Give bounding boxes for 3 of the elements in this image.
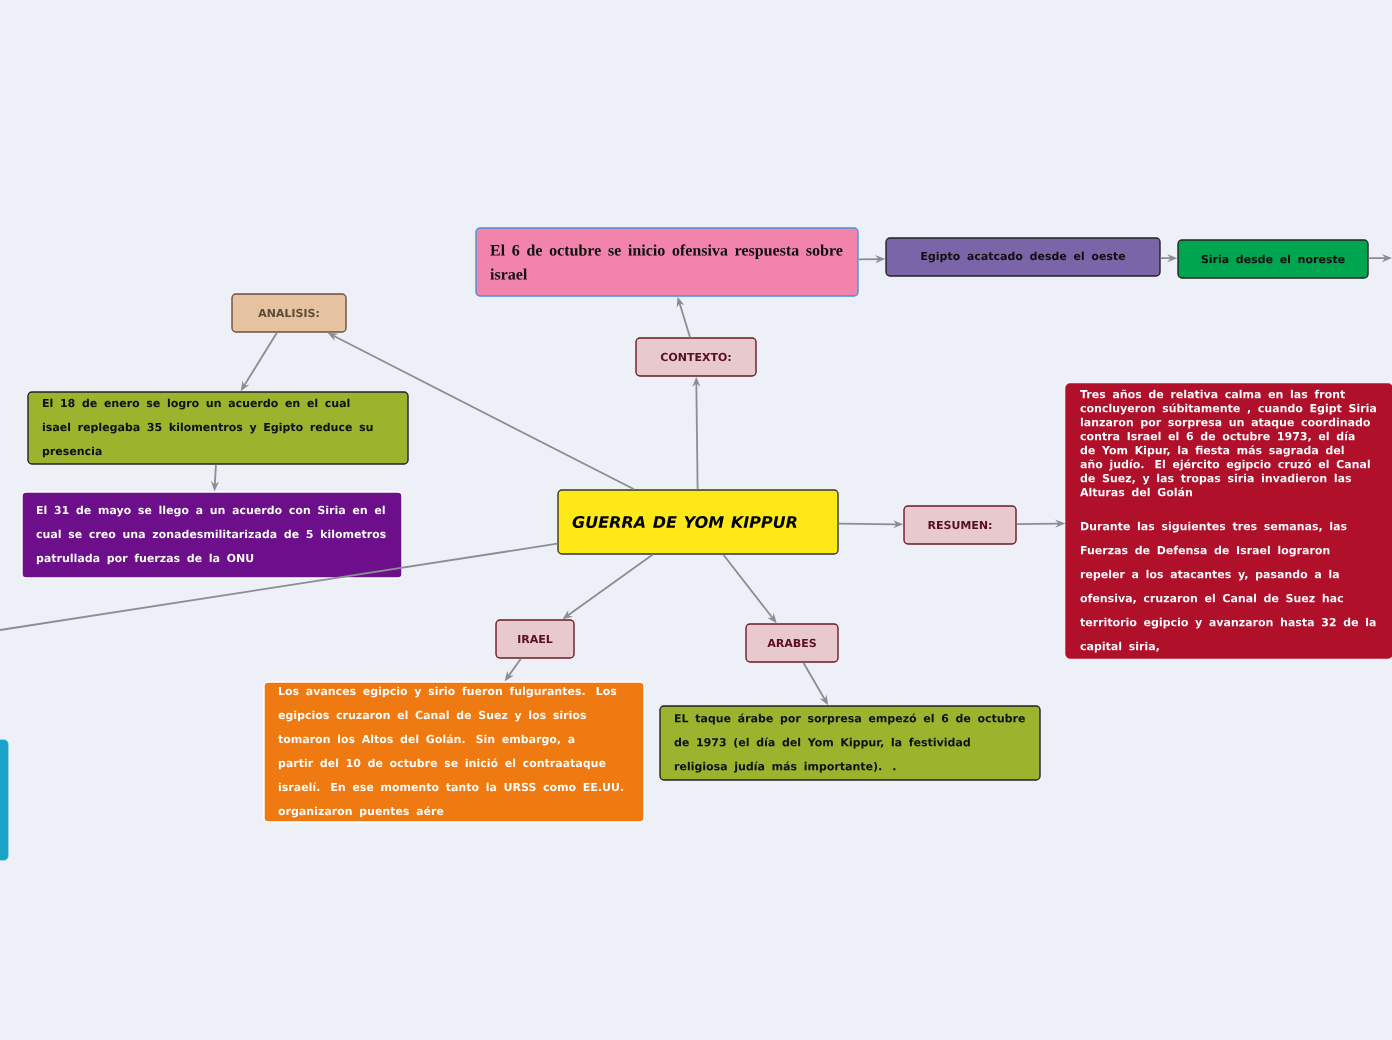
- box-shape: [0, 739, 9, 861]
- topic-box: GUERRA DE YOM KIPPUR: [557, 489, 839, 555]
- note-box: El 6 de octubre se inicio ofensiva respuesta sobre israel: [475, 227, 859, 297]
